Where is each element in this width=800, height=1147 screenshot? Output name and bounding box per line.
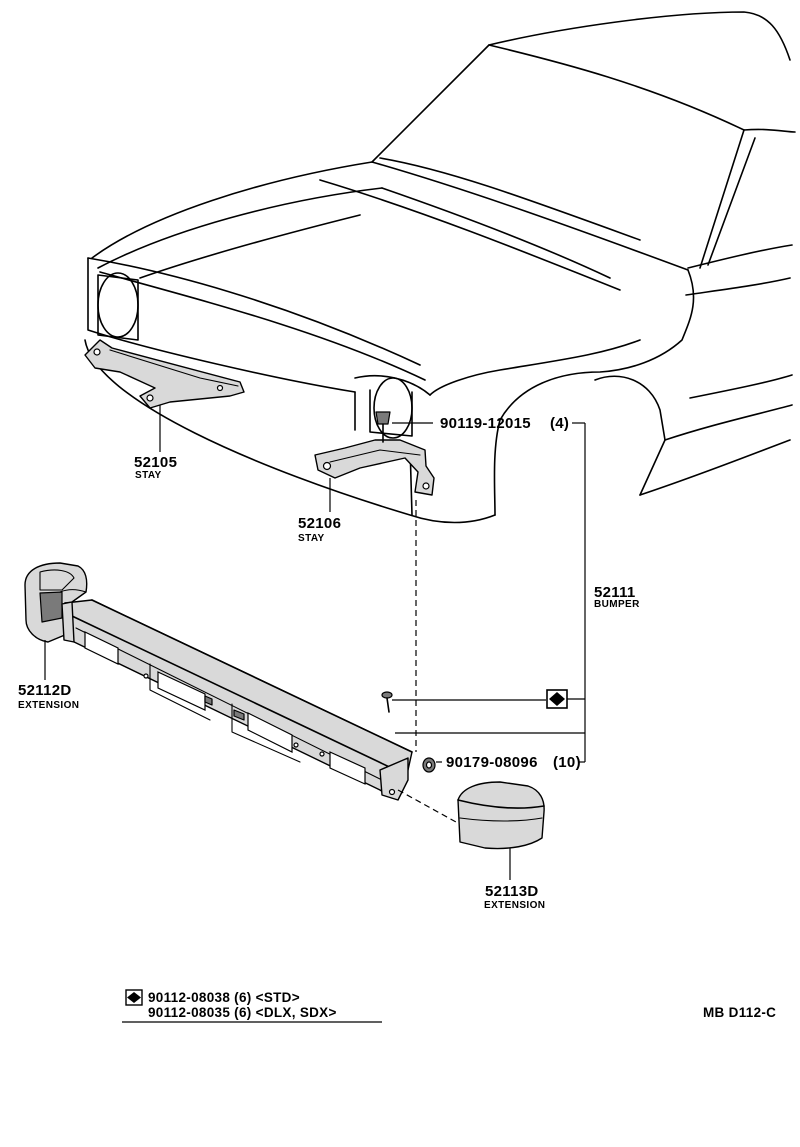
legend-diamond-icon	[125, 989, 143, 1006]
legend-line-2: 90112-08035 (6) <DLX, SDX>	[148, 1005, 337, 1020]
bumper-number: 52111	[594, 584, 636, 601]
extension-right-number: 52113D	[485, 883, 539, 900]
nut-number: 90179-08096	[446, 754, 538, 771]
extension-right-label: EXTENSION	[484, 900, 545, 911]
diamond-symbol-icon	[546, 689, 568, 709]
car-body-outline	[84, 11, 796, 524]
legend-line-1: 90112-08038 (6) <STD>	[148, 990, 300, 1005]
legend: 90112-08038 (6) <STD> 90112-08035 (6) <D…	[122, 989, 382, 1023]
stay-52106-label: STAY	[298, 533, 325, 544]
bolt-number: 90119-12015	[440, 415, 531, 432]
extension-52113D	[457, 781, 545, 850]
bumper-52111	[61, 599, 413, 801]
drawing-code: MB D112-C	[703, 1005, 776, 1020]
extension-left-number: 52112D	[18, 682, 72, 699]
nut-90179-08096	[422, 757, 436, 773]
bolt-quantity: (4)	[550, 415, 569, 432]
bumper-bolt	[381, 691, 393, 713]
extension-left-label: EXTENSION	[18, 700, 79, 711]
stay-52105	[84, 339, 245, 409]
stay-52106	[314, 439, 435, 496]
bolt-90119-12015	[375, 411, 391, 443]
stay-52106-number: 52106	[298, 515, 341, 532]
stay-52105-label: STAY	[135, 470, 162, 481]
stay-52105-number: 52105	[134, 454, 177, 471]
bumper-label: BUMPER	[594, 599, 640, 610]
nut-quantity: (10)	[553, 754, 581, 771]
